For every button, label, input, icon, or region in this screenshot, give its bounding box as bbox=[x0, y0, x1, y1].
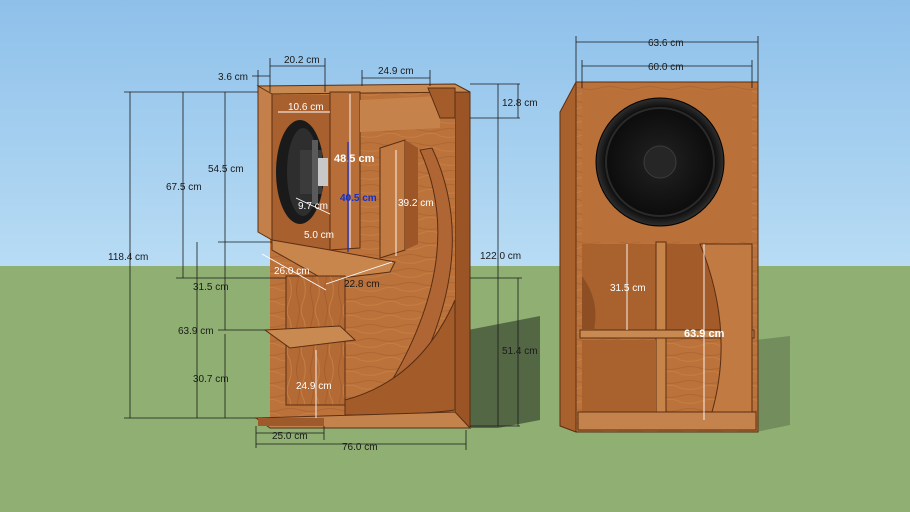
dim-total-depth: 76.0 cm bbox=[342, 442, 378, 453]
top-diagonal bbox=[427, 87, 456, 119]
dim-curved-panel: 39.2 cm bbox=[398, 198, 434, 209]
dim-full-height: 122.0 cm bbox=[480, 251, 521, 262]
dim-left-chamber: 31.5 cm bbox=[610, 283, 646, 294]
dim-driver-inset: 10.6 cm bbox=[288, 102, 324, 113]
lower-chamber-left-2 bbox=[582, 340, 656, 412]
dim-driver-bay-width: 20.2 cm bbox=[284, 55, 320, 66]
foot bbox=[258, 418, 324, 426]
dimensions-right: 63.6 cm 60.0 cm 31.5 cm 63.9 cm bbox=[575, 36, 759, 420]
dim-inner-width: 60.0 cm bbox=[648, 62, 684, 73]
bottom-rail bbox=[577, 411, 757, 431]
dim-inner-channel-short: 40.5 cm bbox=[340, 193, 377, 204]
dim-top-thickness: 12.8 cm bbox=[502, 98, 538, 109]
center-channel bbox=[329, 91, 361, 251]
inner-panel-light bbox=[360, 96, 440, 132]
dim-upper-total: 67.5 cm bbox=[166, 182, 202, 193]
dim-total-height: 118.4 cm bbox=[108, 252, 148, 263]
right-cabinet bbox=[559, 81, 759, 433]
dim-outer-width: 63.6 cm bbox=[648, 38, 684, 49]
dim-mid-gap: 31.5 cm bbox=[193, 282, 229, 293]
dim-foot-width: 25.0 cm bbox=[272, 431, 308, 442]
front-strip bbox=[257, 85, 273, 241]
fold-panel-2 bbox=[405, 140, 418, 250]
dim-mouth-height: 51.4 cm bbox=[502, 346, 538, 357]
driver-front bbox=[595, 97, 725, 227]
side-panel-right bbox=[454, 85, 471, 429]
dim-upper-height: 54.5 cm bbox=[208, 164, 244, 175]
dim-lower-height: 63.9 cm bbox=[178, 326, 214, 337]
cabinet-shadow-right bbox=[756, 336, 790, 432]
dim-driver-depth: 9.7 cm bbox=[298, 201, 328, 212]
horn-flare-left bbox=[582, 276, 596, 330]
right-cabinet-side bbox=[559, 81, 577, 433]
dim-shelf-height: 30.7 cm bbox=[193, 374, 229, 385]
dim-baffle-length: 26.0 cm bbox=[274, 266, 310, 277]
dim-bottom-gap: 24.9 cm bbox=[296, 381, 332, 392]
dim-throat: 22.8 cm bbox=[344, 279, 380, 290]
angled-baffle bbox=[271, 239, 396, 281]
dim-top-lip: 3.6 cm bbox=[218, 72, 248, 83]
left-cabinet bbox=[254, 83, 472, 429]
dim-inner-channel: 48.5 cm bbox=[334, 153, 375, 165]
mid-shelf bbox=[579, 329, 755, 339]
dim-small: 5.0 cm bbox=[304, 230, 334, 241]
dim-right-chamber: 63.9 cm bbox=[684, 328, 725, 340]
dimensions-left: 3.6 cm 20.2 cm 24.9 cm 12.8 cm 10.6 cm 5… bbox=[108, 55, 538, 453]
cabinet-shadow bbox=[468, 316, 540, 428]
dim-top-channel: 24.9 cm bbox=[378, 66, 414, 77]
driver-side bbox=[276, 120, 328, 224]
shelf bbox=[263, 325, 357, 349]
